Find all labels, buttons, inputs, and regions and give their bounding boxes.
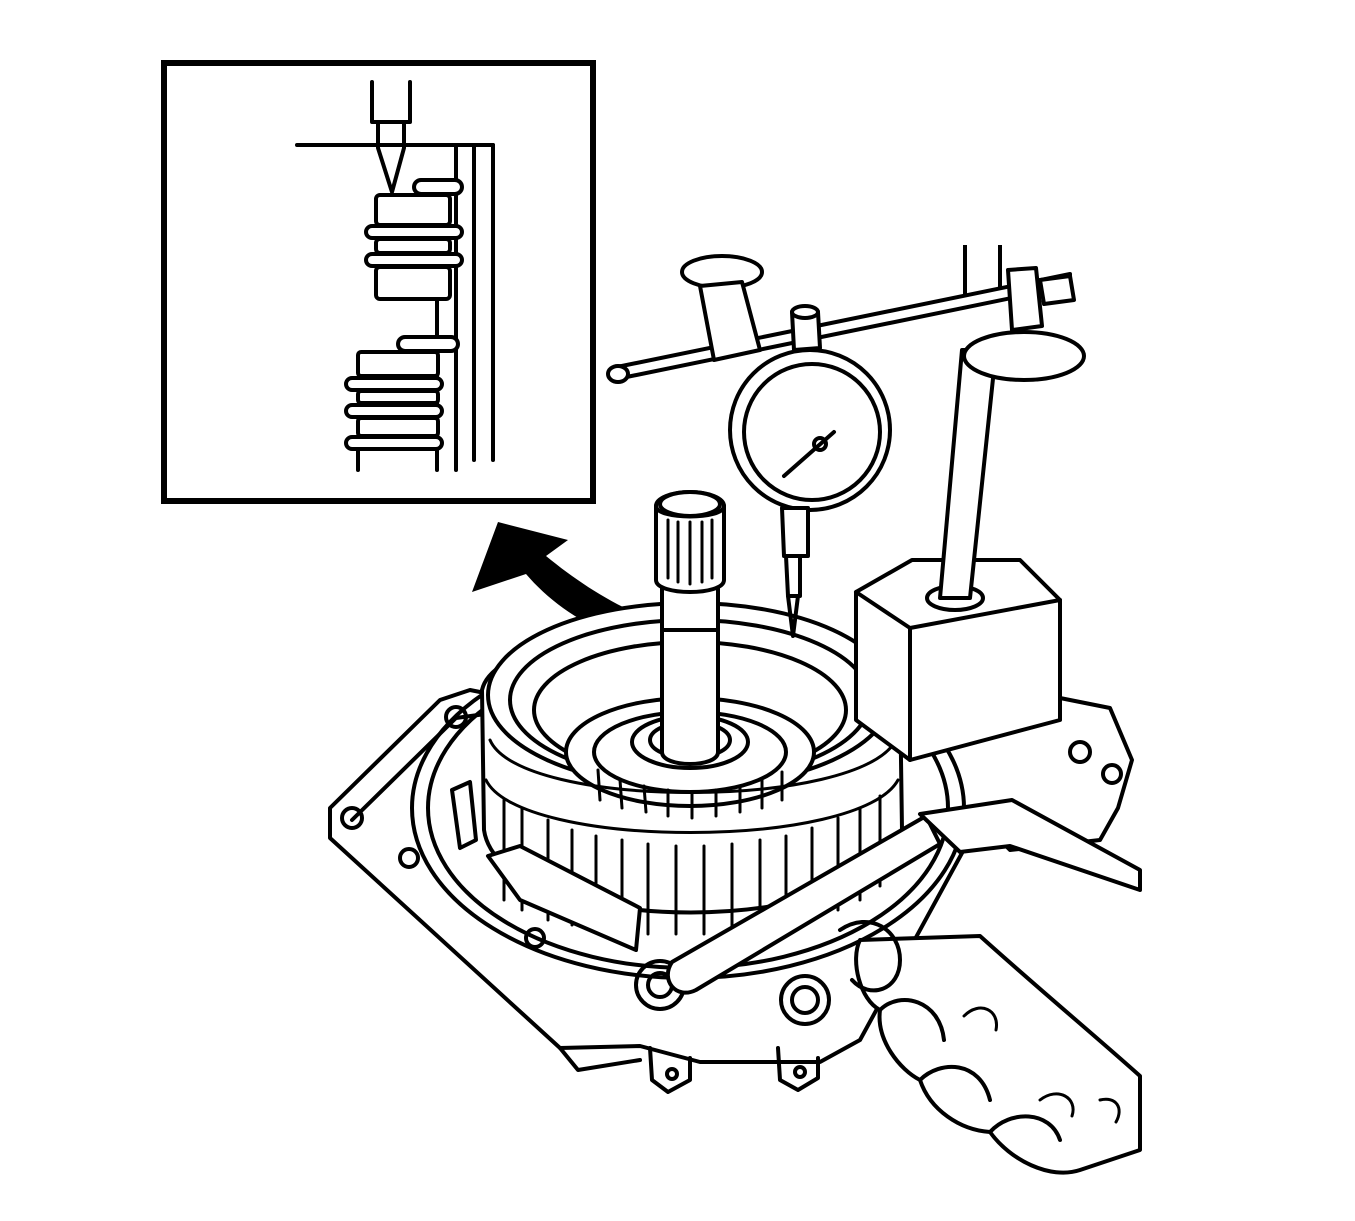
input-shaft	[654, 490, 726, 766]
dial-face	[728, 348, 892, 512]
feeler-gauge-blade	[486, 844, 642, 952]
inset-upper-clutch-pack	[364, 178, 464, 301]
inner-hub-splines	[596, 768, 784, 820]
dial-indicator	[728, 304, 892, 638]
bolt-boss	[779, 974, 831, 1026]
mounting-lug	[776, 1046, 820, 1092]
clamp-knob	[962, 330, 1086, 382]
bolt-hole	[340, 806, 364, 830]
inset-detail-view	[161, 60, 596, 504]
bolt-hole	[444, 705, 468, 729]
inset-lower-clutch-pack	[344, 335, 460, 472]
inset-indicator-probe	[370, 80, 412, 194]
bolt-hole	[398, 847, 420, 869]
feeler-tool-handle	[665, 814, 942, 995]
bolt-hole	[524, 927, 546, 949]
feeler-hand	[665, 798, 1142, 1175]
indicator-stand-arm	[606, 245, 1086, 600]
bolt-hole	[1068, 740, 1092, 764]
bolt-hole	[1101, 763, 1123, 785]
mounting-lug	[648, 1046, 692, 1094]
